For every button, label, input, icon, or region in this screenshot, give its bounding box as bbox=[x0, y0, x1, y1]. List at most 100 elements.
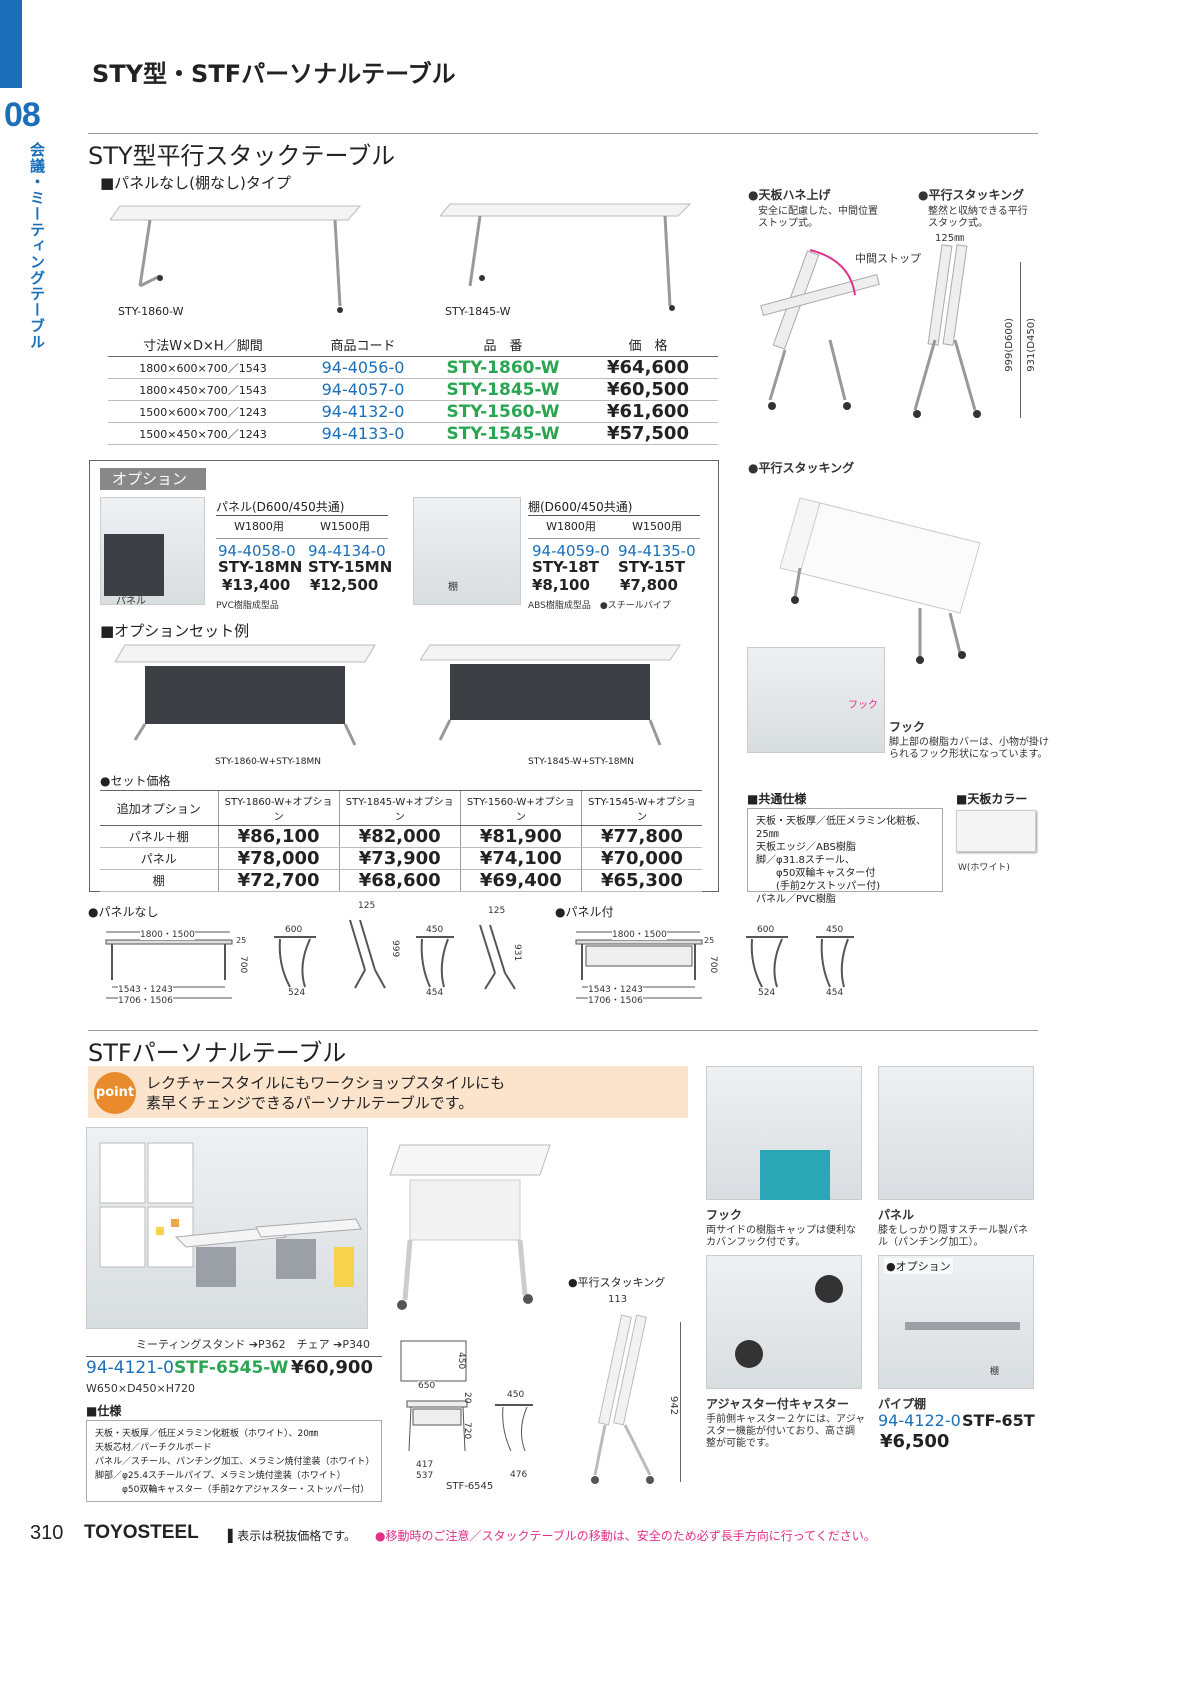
set-price-cell: ¥72,700 bbox=[217, 869, 340, 892]
shelf-sku-1500: STY-15T bbox=[618, 558, 686, 576]
col-code: 商品コード bbox=[298, 333, 428, 357]
stf-spec-box: 天板・天板厚／低圧メラミン化粧板（ホワイト）、20㎜ 天板芯材／パーチクルボード… bbox=[86, 1420, 382, 1502]
cell-code: 94-4133-0 bbox=[298, 422, 428, 445]
spec-line: 天板・天板厚／低圧メラミン化粧板、25㎜ bbox=[756, 816, 926, 840]
stf-stack-image bbox=[591, 1314, 654, 1484]
set-img1-label: STY-1860-W+STY-18MN bbox=[215, 757, 321, 767]
shelf-cols: W1800用 W1500用 bbox=[528, 515, 700, 539]
cell-size: 1800×450×700／1543 bbox=[108, 378, 298, 401]
caster-wheel bbox=[815, 1275, 843, 1303]
room-photo-caption: ミーティングスタンド ➔P362 チェア ➔P340 bbox=[136, 1338, 371, 1351]
stf-hook-title: フック bbox=[706, 1208, 743, 1222]
panel-code-1800: 94-4058-0 bbox=[218, 542, 296, 560]
stf-stack-dim-942: 942 bbox=[668, 1396, 679, 1416]
point-line2: 素早くチェンジできるパーソナルテーブルです。 bbox=[146, 1094, 474, 1112]
set-col: STY-1545-W+オプション bbox=[580, 790, 702, 826]
spec-line: 脚／φ31.8スチール、 bbox=[756, 855, 855, 866]
shelf-code-1500: 94-4135-0 bbox=[618, 542, 696, 560]
spec-line: 天板エッジ／ABS樹脂 bbox=[756, 842, 856, 853]
drawing-stack-931 bbox=[479, 924, 516, 990]
point-badge: point bbox=[94, 1072, 136, 1114]
dim-125-b: 125 bbox=[488, 906, 506, 916]
dim-thickness-panel: 25 bbox=[704, 936, 715, 945]
drawing-side-450 bbox=[416, 936, 454, 988]
stf-size: W650×D450×H720 bbox=[86, 1382, 196, 1395]
cell-sku: STY-1845-W bbox=[428, 378, 578, 401]
cell-code: 94-4056-0 bbox=[298, 356, 428, 379]
sty-price-table: 寸法W×D×H／脚間 商品コード 品 番 価 格 1800×600×700／15… bbox=[108, 333, 718, 445]
pipe-shelf-code: 94-4122-0 bbox=[878, 1411, 961, 1430]
cell-price: ¥60,500 bbox=[578, 378, 718, 401]
hook-text2: られるフック形状になっています。 bbox=[889, 749, 1048, 760]
cell-price: ¥57,500 bbox=[578, 422, 718, 445]
option-box bbox=[89, 460, 719, 892]
brand-logo: TOYOSTEEL bbox=[84, 1522, 199, 1543]
table-image-sty-1860 bbox=[110, 205, 362, 313]
shelf-photo bbox=[413, 497, 521, 605]
dim-leg2-panel: 1706・1506 bbox=[588, 993, 643, 1006]
feature-tilt-title: ●天板ハネ上げ bbox=[748, 188, 831, 202]
set-price-cell: ¥77,800 bbox=[580, 825, 702, 848]
spec-line: 脚部／φ25.4スチールパイプ、メラミン焼付塗装（ホワイト） bbox=[95, 1471, 346, 1481]
cell-size: 1500×600×700／1243 bbox=[108, 400, 298, 423]
room-photo-graphic bbox=[99, 1142, 362, 1287]
plan-label: STF-6545 bbox=[446, 1481, 494, 1492]
stack-photo bbox=[780, 497, 981, 664]
set-price-cell: ¥78,000 bbox=[217, 847, 340, 870]
dim-depth-454-panel: 454 bbox=[826, 988, 844, 998]
stf-caster-title: アジャスター付キャスター bbox=[706, 1397, 849, 1411]
dim-height-panel: 700 bbox=[708, 956, 718, 974]
set-img2-label: STY-1845-W+STY-18MN bbox=[528, 757, 634, 767]
tax-note: ▌表示は税抜価格です。 bbox=[228, 1529, 357, 1543]
color-swatch-white bbox=[956, 810, 1036, 852]
set-image-1845 bbox=[420, 644, 681, 746]
stf-option-title: ●オプション bbox=[884, 1258, 953, 1274]
cell-size: 1500×450×700／1243 bbox=[108, 422, 298, 445]
common-spec-box: 天板・天板厚／低圧メラミン化粧板、25㎜ 天板エッジ／ABS樹脂 脚／φ31.8… bbox=[747, 808, 943, 905]
dim-depth-600-panel: 600 bbox=[757, 925, 775, 935]
dim-931: 931 bbox=[512, 944, 522, 962]
section-rule bbox=[88, 1030, 1038, 1031]
set-col: STY-1560-W+オプション bbox=[459, 790, 582, 826]
shelf-code-1800: 94-4059-0 bbox=[532, 542, 610, 560]
stf-caster-photo bbox=[706, 1255, 862, 1389]
stf-hook-text1: 両サイドの樹脂キャップは便利な bbox=[706, 1225, 856, 1236]
caster-wheel bbox=[735, 1340, 763, 1368]
stf-title: STFパーソナルテーブル bbox=[88, 1039, 347, 1067]
table-row: 1800×450×700／1543 94-4057-0 STY-1845-W ¥… bbox=[108, 378, 718, 401]
shelf-col: W1500用 bbox=[632, 520, 682, 533]
drawing-nopanel-title: ●パネルなし bbox=[88, 905, 159, 919]
sty-subtitle: ■パネルなし(棚なし)タイプ bbox=[100, 174, 291, 192]
caution-note: ●移動時のご注意／スタックテーブルの移動は、安全のため必ず長手方向に行ってくださ… bbox=[375, 1529, 876, 1543]
stack-illustration bbox=[913, 244, 981, 418]
dim-height: 700 bbox=[238, 956, 248, 974]
dim-width: 1800・1500 bbox=[140, 927, 195, 940]
point-band bbox=[88, 1066, 688, 1118]
panel-price-1500: ¥12,500 bbox=[310, 576, 379, 594]
panel-code-1500: 94-4134-0 bbox=[308, 542, 386, 560]
feature-stack-title: ●平行スタッキング bbox=[918, 188, 1025, 202]
set-price-cell: ¥65,300 bbox=[580, 869, 702, 892]
set-col: 追加オプション bbox=[100, 790, 218, 826]
drawing-side-600-panel bbox=[746, 936, 788, 988]
shelf-img-label: 棚 bbox=[448, 582, 458, 593]
shelf-sku-1800: STY-18T bbox=[532, 558, 600, 576]
panel-price-1800: ¥13,400 bbox=[222, 576, 291, 594]
stf-stack-title: ●平行スタッキング bbox=[568, 1276, 666, 1289]
set-row-label: パネル＋棚 bbox=[100, 825, 218, 848]
stf-panel-photo bbox=[878, 1066, 1034, 1200]
spec-line: 天板芯材／パーチクルボード bbox=[95, 1443, 212, 1453]
cell-code: 94-4132-0 bbox=[298, 400, 428, 423]
col-size: 寸法W×D×H／脚間 bbox=[108, 333, 298, 357]
table-row: 1500×600×700／1243 94-4132-0 STY-1560-W ¥… bbox=[108, 400, 718, 423]
dim-depth-524: 524 bbox=[288, 988, 306, 998]
page-number: 310 bbox=[30, 1522, 64, 1544]
plan-dim-t: 20 bbox=[462, 1392, 472, 1404]
table-row: パネル＋棚 ¥86,100 ¥82,000 ¥81,900 ¥77,800 bbox=[100, 825, 702, 848]
option-tab: オプション bbox=[100, 468, 206, 490]
stf-caster-text3: 整が可能です。 bbox=[706, 1438, 775, 1449]
col-price: 価 格 bbox=[578, 333, 718, 357]
hook-text1: 脚上部の樹脂カバーは、小物が掛け bbox=[889, 737, 1049, 748]
table-row: 棚 ¥72,700 ¥68,600 ¥69,400 ¥65,300 bbox=[100, 869, 702, 892]
feature-stack-text1: 整然と収納できる平行 bbox=[928, 206, 1028, 217]
